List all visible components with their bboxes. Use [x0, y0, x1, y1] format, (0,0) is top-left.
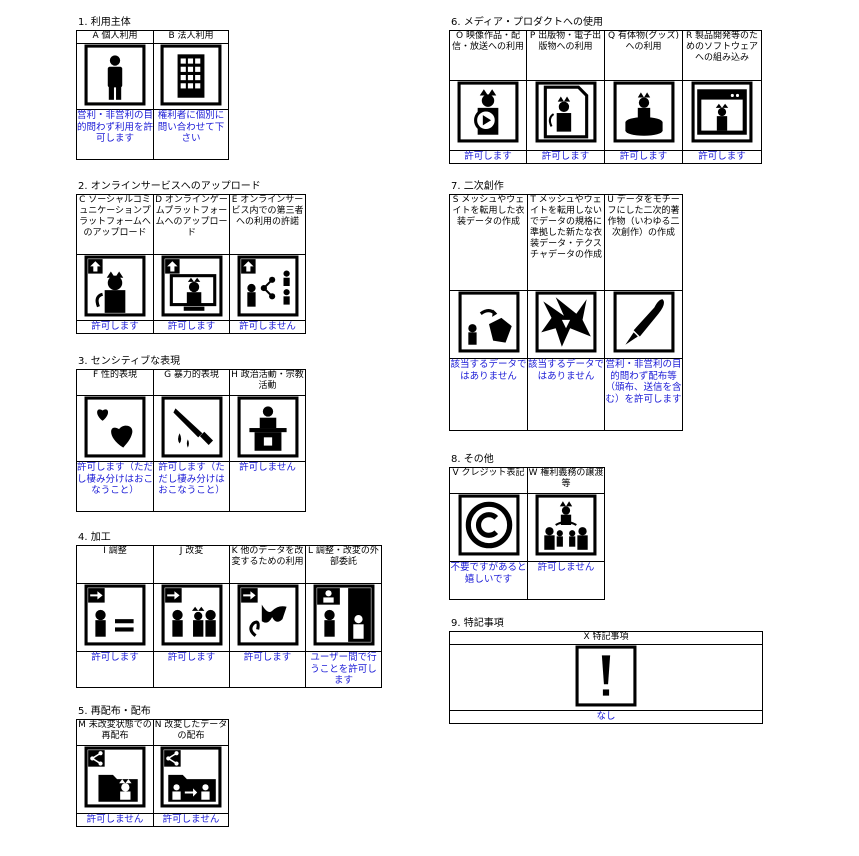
item-heading: X 特記事項	[449, 631, 763, 645]
item-heading: H 政治活動・宗教活動	[229, 369, 306, 396]
license-table: A 個人利用 B 法人利用 営利・非営利の目的問わず利用を許可します 権利者に個…	[76, 30, 229, 160]
item-heading: F 性的表現	[76, 369, 154, 396]
item-answer: 許可します	[153, 651, 230, 688]
section-derivative-works: 7. 二次創作 S メッシュやウェイトを転用した衣装データの作成 T メッシュや…	[449, 181, 683, 431]
section-redistribution: 5. 再配布・配布 M 未改変状態での再配布 N 改変したデータの配布	[76, 706, 229, 827]
item-heading: W 権利義務の譲渡等	[527, 467, 605, 494]
item-answer: ユーザー間で行うことを許可します	[305, 651, 382, 688]
item-answer: 許可します	[682, 150, 762, 164]
texture-icon	[535, 291, 597, 353]
item-heading: V クレジット表記	[449, 467, 528, 494]
license-table: F 性的表現 G 暴力的表現 H 政治活動・宗教活動 許可します（ただし棲み分け…	[76, 369, 306, 512]
item-answer: 許可します	[229, 651, 306, 688]
item-heading: S メッシュやウェイトを転用した衣装データの作成	[449, 194, 528, 291]
section-title: 7. 二次創作	[451, 181, 504, 192]
license-table: I 調整 J 改変 K 他のデータを改変するための利用 L 調整・改変の外部委託	[76, 545, 382, 688]
item-answer: 許可しません	[76, 813, 154, 827]
license-table: M 未改変状態での再配布 N 改変したデータの配布 許可しません 許可しません	[76, 719, 229, 827]
section-title: 3. センシティブな表現	[78, 356, 181, 367]
pen-icon	[613, 291, 674, 353]
upload-game-icon	[161, 255, 222, 317]
item-answer: 該当するデータではありません	[527, 358, 605, 431]
item-answer: 許可します	[449, 150, 527, 164]
item-heading: C ソーシャルコミュニケーションプラットフォームへのアップロード	[76, 194, 154, 255]
item-heading: R 製品開発等のためのソフトウェアへの組み込み	[682, 30, 762, 81]
person-icon	[84, 44, 146, 106]
video-icon	[457, 81, 519, 143]
item-answer: 許可します	[76, 651, 154, 688]
license-table: O 映像作品・配信・放送への利用 P 出版物・電子出版物への利用 Q 有体物(グ…	[449, 30, 762, 164]
copyright-icon	[458, 494, 519, 556]
item-answer: 営利・非営利の目的問わず利用を許可します	[76, 109, 154, 160]
use-for-other-data-icon	[237, 584, 298, 646]
item-heading: O 映像作品・配信・放送への利用	[449, 30, 527, 81]
item-heading: P 出版物・電子出版物への利用	[526, 30, 605, 81]
license-table: V クレジット表記 W 権利義務の譲渡等 不要ですがあると嬉しいです 許可しませ…	[449, 467, 605, 600]
section-online-upload: 2. オンラインサービスへのアップロード C ソーシャルコミュニケーションプラッ…	[76, 181, 306, 334]
item-heading: B 法人利用	[153, 30, 229, 44]
section-title: 4. 加工	[78, 532, 111, 543]
costume-icon	[458, 291, 519, 353]
upload-social-icon	[84, 255, 146, 317]
item-answer: 該当するデータではありません	[449, 358, 528, 431]
item-answer: 許可します	[76, 320, 154, 334]
item-heading: Q 有体物(グッズ)への利用	[604, 30, 683, 81]
section-title: 5. 再配布・配布	[78, 706, 151, 717]
knife-icon	[161, 396, 222, 458]
section-processing: 4. 加工 I 調整 J 改変 K 他のデータを改変するための利用 L 調整・改…	[76, 532, 382, 688]
section-title: 8. その他	[451, 454, 494, 465]
license-table: C ソーシャルコミュニケーションプラットフォームへのアップロード D オンライン…	[76, 194, 306, 334]
item-heading: G 暴力的表現	[153, 369, 230, 396]
outsource-icon	[313, 584, 374, 646]
section-sensitive-expression: 3. センシティブな表現 F 性的表現 G 暴力的表現 H 政治活動・宗教活動	[76, 356, 306, 512]
item-heading: N 改変したデータの配布	[153, 719, 229, 746]
share-third-party-icon	[237, 255, 298, 317]
building-icon	[160, 44, 222, 106]
transfer-rights-icon	[535, 494, 597, 556]
item-answer: 許可しません	[527, 561, 605, 600]
item-answer: 許可します	[604, 150, 683, 164]
item-answer: 許可します	[526, 150, 605, 164]
software-icon	[691, 81, 753, 143]
item-answer: なし	[449, 710, 763, 724]
redistribute-icon	[84, 746, 146, 808]
item-heading: A 個人利用	[76, 30, 154, 44]
item-heading: E オンラインサービス内での第三者への利用の許諾	[229, 194, 306, 255]
section-usage-subject: 1. 利用主体 A 個人利用 B 法人利用 営利・非営利の目的問わず利用を許可し…	[76, 17, 229, 160]
item-heading: T メッシュやウェイトを転用しないでデータの規格に準拠した新たな衣装データ・テク…	[527, 194, 605, 291]
item-heading: K 他のデータを改変するための利用	[229, 545, 306, 584]
adjust-icon	[84, 584, 146, 646]
item-heading: I 調整	[76, 545, 154, 584]
section-title: 6. メディア・プロダクトへの使用	[451, 17, 604, 28]
item-heading: J 改変	[153, 545, 230, 584]
item-answer: 許可しません	[229, 461, 306, 512]
item-answer: 営利・非営利の目的問わず配布等（頒布、送信を含む）を許可します	[604, 358, 683, 431]
item-heading: U データをモチーフにした二次的著作物（いわゆる二次創作）の作成	[604, 194, 683, 291]
podium-icon	[237, 396, 298, 458]
hearts-icon	[84, 396, 146, 458]
item-answer: 権利者に個別に問い合わせて下さい	[153, 109, 229, 160]
item-answer: 許可します	[153, 320, 230, 334]
item-answer: 不要ですがあると嬉しいです	[449, 561, 528, 600]
item-heading: M 未改変状態での再配布	[76, 719, 154, 746]
item-answer: 許可しません	[153, 813, 229, 827]
exclamation-icon	[575, 645, 637, 707]
section-title: 2. オンラインサービスへのアップロード	[78, 181, 261, 192]
section-other: 8. その他 V クレジット表記 W 権利義務の譲渡等 不要ですがあると嬉しいで…	[449, 454, 605, 600]
item-answer: 許可しません	[229, 320, 306, 334]
modify-icon	[161, 584, 222, 646]
item-heading: L 調整・改変の外部委託	[305, 545, 382, 584]
distribute-modified-icon	[160, 746, 222, 808]
section-title: 1. 利用主体	[78, 17, 131, 28]
item-heading: D オンラインゲームプラットフォームへのアップロード	[153, 194, 230, 255]
license-table: S メッシュやウェイトを転用した衣装データの作成 T メッシュやウェイトを転用し…	[449, 194, 683, 431]
publication-icon	[535, 81, 596, 143]
license-table: X 特記事項 なし	[449, 631, 763, 724]
item-answer: 許可します（ただし棲み分けはおこなうこと）	[153, 461, 230, 512]
item-answer: 許可します（ただし棲み分けはおこなうこと）	[76, 461, 154, 512]
section-media-product: 6. メディア・プロダクトへの使用 O 映像作品・配信・放送への利用 P 出版物…	[449, 17, 762, 164]
section-special-notes: 9. 特記事項 X 特記事項 なし	[449, 618, 763, 724]
goods-icon	[613, 81, 674, 143]
section-title: 9. 特記事項	[451, 618, 504, 629]
